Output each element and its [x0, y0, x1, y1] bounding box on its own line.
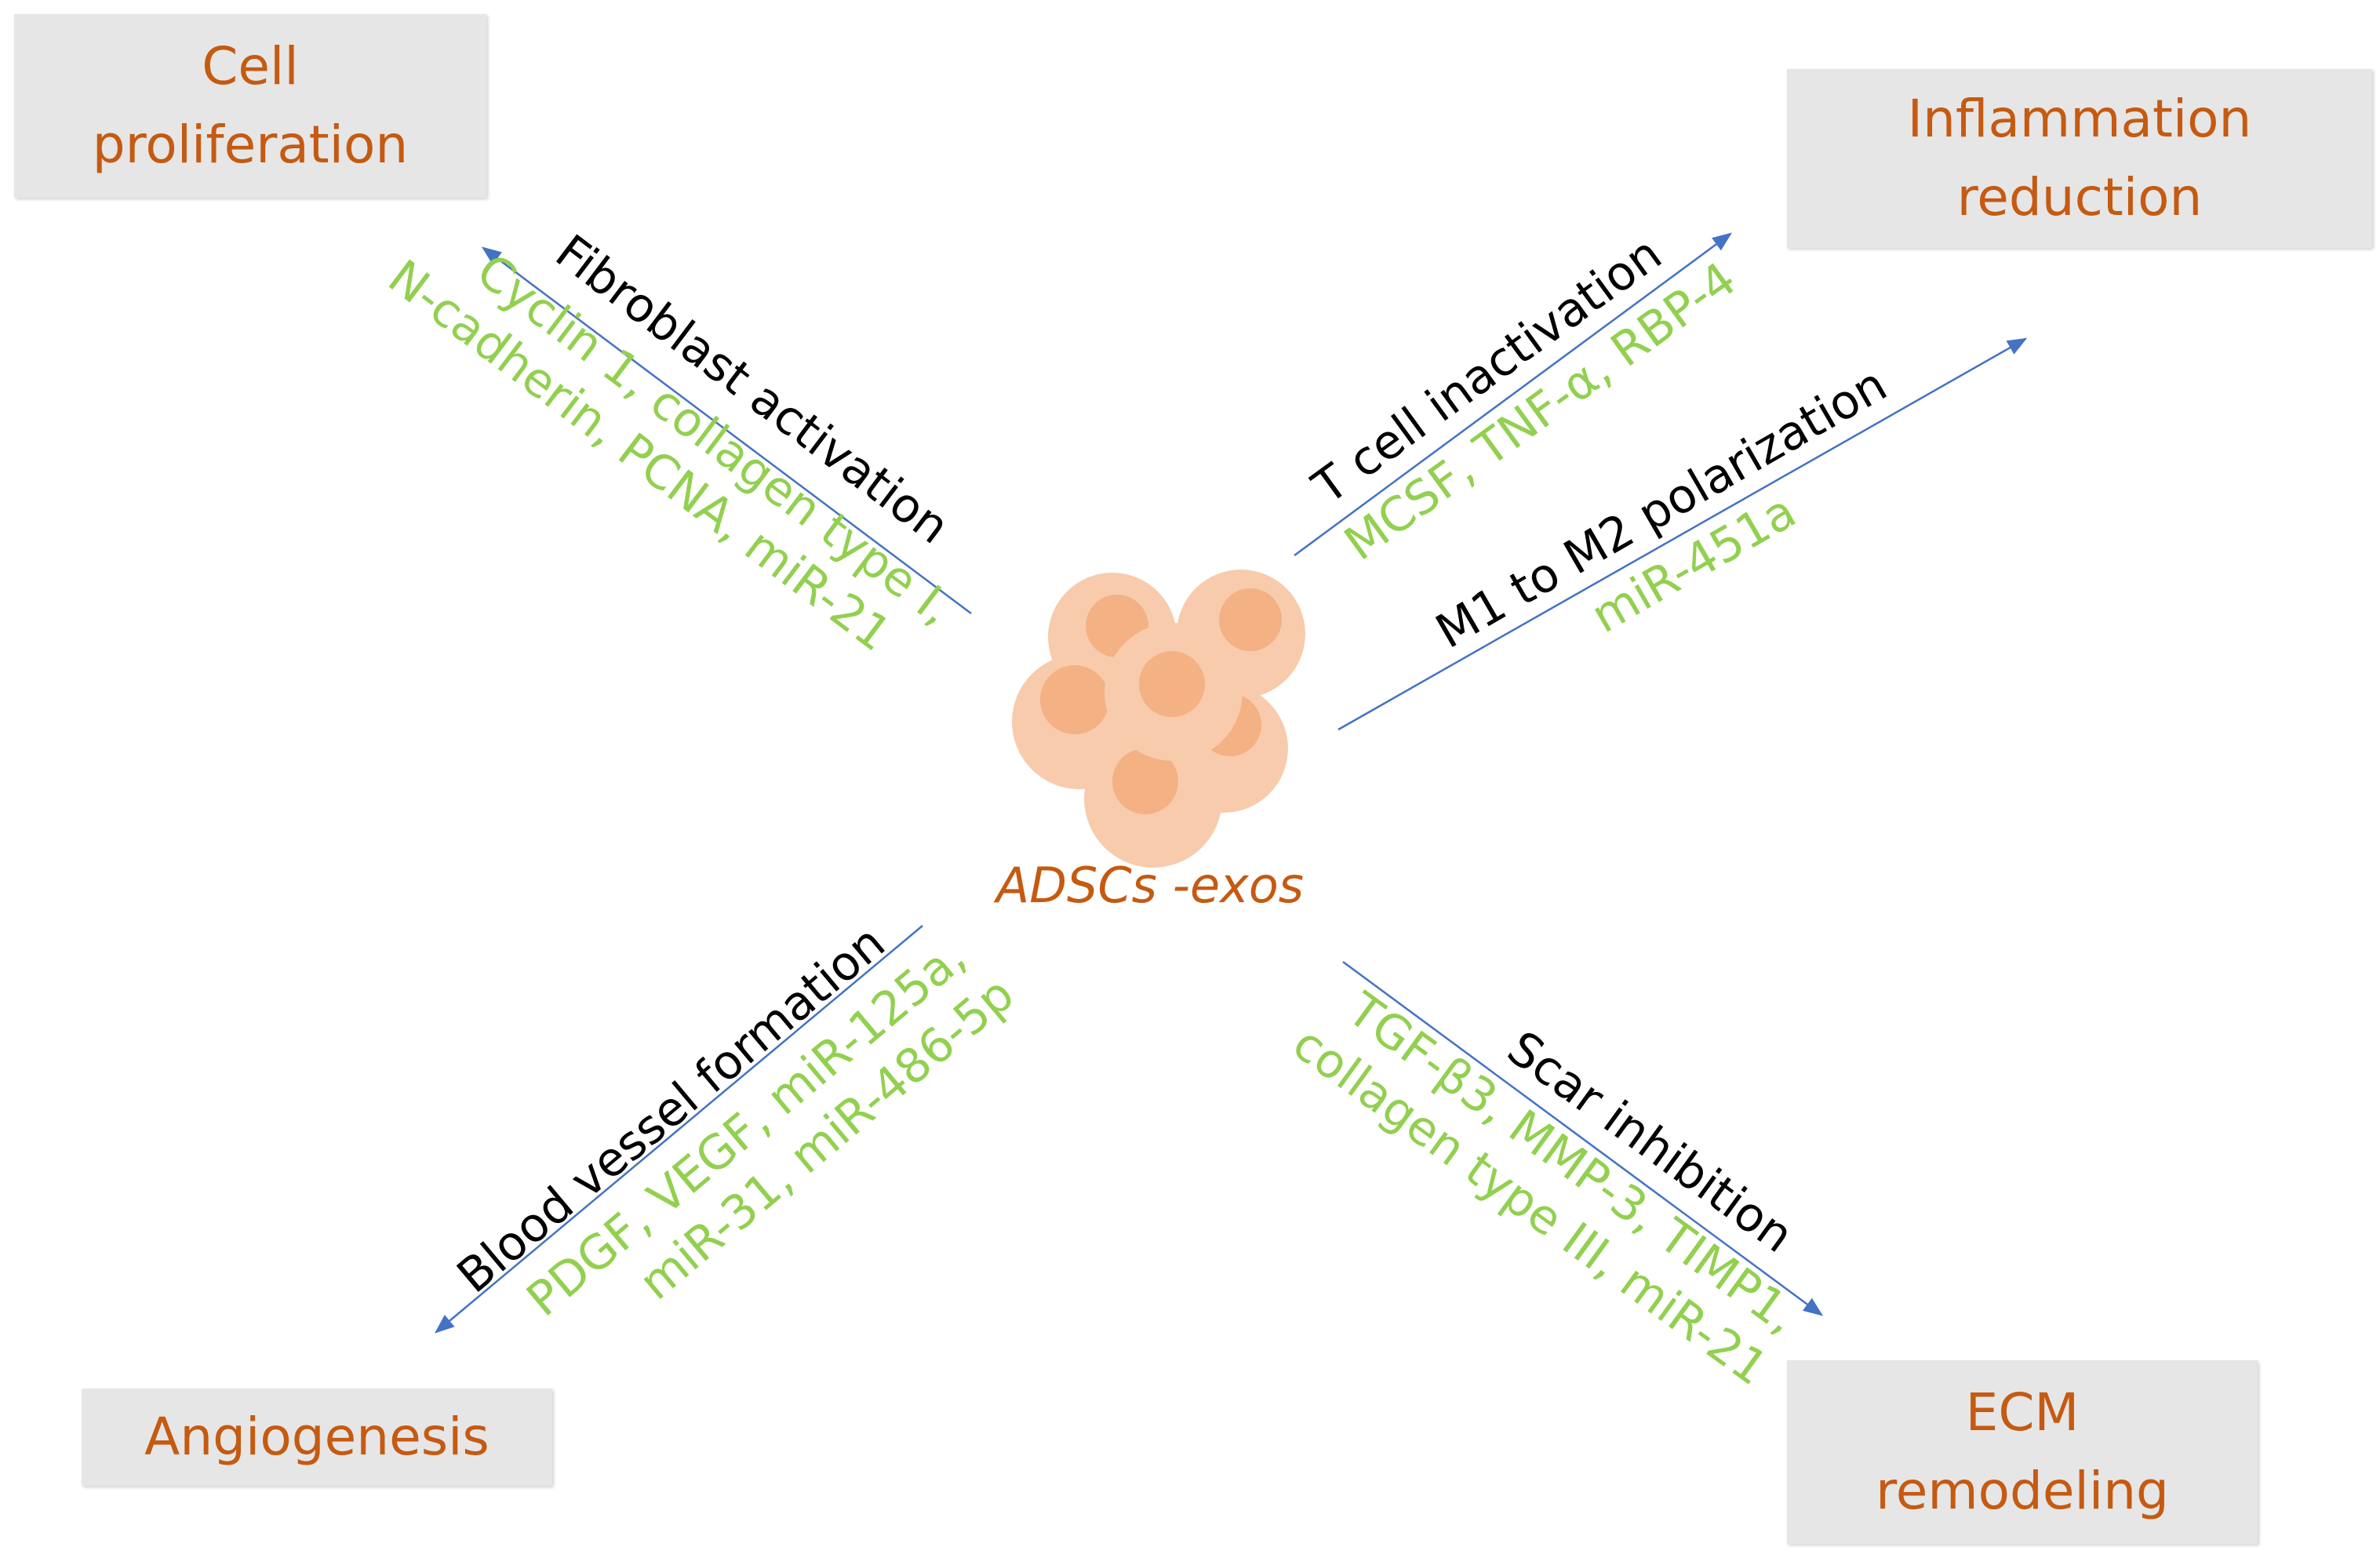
outcome-label-inflammation-reduction: Inflammation reduction — [1907, 89, 2252, 228]
outcome-label-angiogenesis: Angiogenesis — [144, 1407, 489, 1467]
arrow-scar — [1342, 960, 1824, 1316]
pathway-markers-fibroblast-1: Cyclin 1, collagen type I, — [467, 243, 963, 636]
outcome-box-angiogenesis: Angiogenesis — [82, 1389, 552, 1486]
pathway-markers-scar-1: TGF-β3, MMP-3, TIMP1, — [1337, 981, 1807, 1345]
center-label: ADSCs -exos — [993, 857, 1304, 914]
arrow-macrophage — [1337, 337, 2028, 731]
outcome-box-ecm-remodeling: ECM remodeling — [1787, 1360, 2258, 1544]
outcome-box-inflammation-reduction: Inflammation reduction — [1787, 69, 2372, 248]
fibroblast-label-group: Fibroblast activation Cyclin 1, collagen… — [378, 224, 963, 662]
pathway-markers-vessel-1: PDGF, VEGF, miR-125a, — [517, 930, 977, 1327]
cell-icon — [1104, 623, 1243, 761]
arrow-vessel — [435, 925, 923, 1334]
pathway-markers-vessel-2: miR-31, miR-486-5p — [629, 966, 1024, 1311]
cell-cluster-icon — [1012, 570, 1305, 868]
cell-icon — [1084, 730, 1222, 868]
outcome-box-cell-proliferation: Cell proliferation — [14, 14, 486, 198]
scar-label-group: Scar inhibition TGF-β3, MMP-3, TIMP1, co… — [1283, 981, 1807, 1396]
arrow-tcell — [1294, 232, 1733, 557]
outcome-label-cell-proliferation: Cell proliferation — [92, 36, 409, 175]
arrow-fibroblast — [481, 246, 972, 615]
outcome-label-ecm-remodeling: ECM remodeling — [1876, 1382, 2169, 1521]
vessel-label-group: Blood vessel formation PDGF, VEGF, miR-1… — [447, 915, 1024, 1327]
